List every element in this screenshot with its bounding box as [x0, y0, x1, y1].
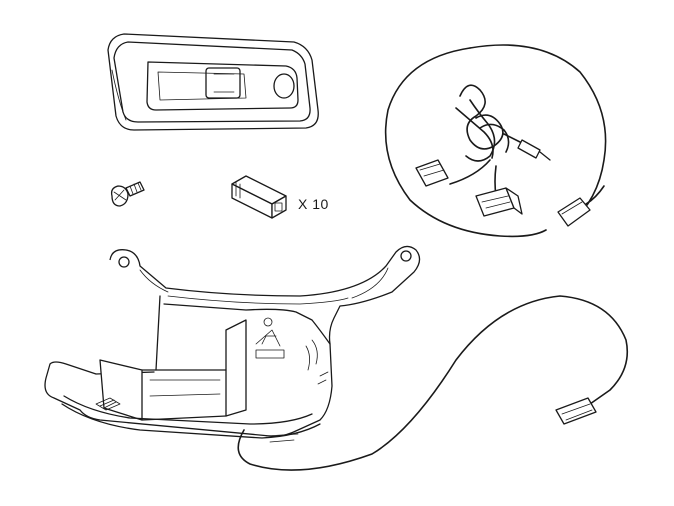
- screw: [112, 182, 144, 206]
- clip-connector: [232, 176, 286, 218]
- long-cable: [238, 296, 627, 470]
- connector-quantity-label: X 10: [298, 196, 329, 212]
- cover-panel: [108, 34, 318, 130]
- wire-harness: [386, 45, 606, 236]
- bracket-housing: [45, 246, 420, 442]
